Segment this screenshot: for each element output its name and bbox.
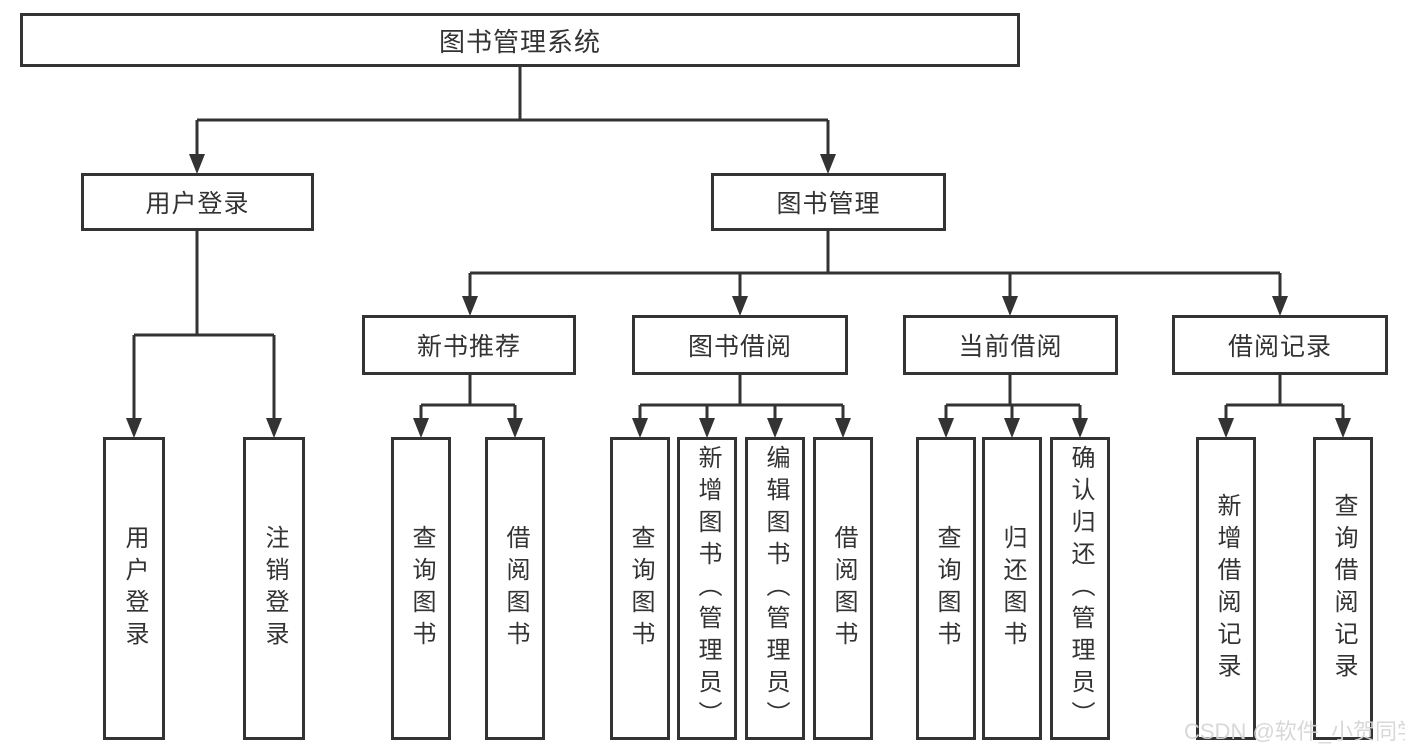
leaf-edit-books-admin-label: 编辑图书（管理员） (762, 444, 789, 733)
node-current-borrow: 当前借阅 (903, 315, 1118, 375)
node-new-book-recommend: 新书推荐 (362, 315, 576, 375)
connector-book-management-to-level3 (462, 231, 1288, 316)
leaf-query-borrow-record-label: 查询借阅记录 (1330, 492, 1357, 685)
leaf-recommend-query-books: 查询图书 (391, 437, 451, 740)
leaf-add-borrow-record-label: 新增借阅记录 (1213, 492, 1240, 685)
leaf-return-books-label: 归还图书 (999, 524, 1026, 653)
connector-new-book-recommend-to-leaves (413, 375, 523, 438)
leaf-logout-label: 注销登录 (261, 524, 288, 653)
leaf-recommend-borrow-books-label: 借阅图书 (502, 524, 529, 653)
connector-user-login-to-leaves (126, 231, 282, 438)
leaf-borrow-borrow-books-label: 借阅图书 (830, 524, 857, 653)
leaf-add-borrow-record: 新增借阅记录 (1196, 437, 1256, 740)
leaf-borrow-query-books: 查询图书 (610, 437, 670, 740)
leaf-recommend-query-books-label: 查询图书 (408, 524, 435, 653)
connector-current-borrow-to-leaves (938, 375, 1088, 438)
csdn-watermark: CSDN @软件_小贺同学 (1184, 719, 1405, 744)
node-borrow-records-label: 借阅记录 (1227, 333, 1332, 361)
node-user-login: 用户登录 (81, 173, 314, 231)
leaf-query-borrow-record: 查询借阅记录 (1313, 437, 1373, 740)
leaf-current-query-books-label: 查询图书 (933, 524, 960, 653)
leaf-user-login-label: 用户登录 (121, 524, 148, 653)
node-book-management-label: 图书管理 (776, 190, 881, 218)
leaf-add-books-admin-label: 新增图书（管理员） (694, 444, 721, 733)
node-borrow-records: 借阅记录 (1172, 315, 1388, 375)
leaf-return-books: 归还图书 (982, 437, 1042, 740)
node-user-login-label: 用户登录 (145, 190, 250, 218)
connector-borrow-records-to-leaves (1218, 375, 1351, 438)
connector-root-to-level2 (189, 67, 836, 174)
leaf-recommend-borrow-books: 借阅图书 (485, 437, 545, 740)
leaf-borrow-borrow-books: 借阅图书 (813, 437, 873, 740)
node-book-borrow-label: 图书借阅 (687, 333, 792, 361)
leaf-confirm-return-admin-label: 确认归还（管理员） (1067, 444, 1094, 733)
leaf-confirm-return-admin: 确认归还（管理员） (1050, 437, 1110, 740)
node-current-borrow-label: 当前借阅 (958, 333, 1063, 361)
leaf-user-login: 用户登录 (103, 437, 165, 740)
leaf-borrow-query-books-label: 查询图书 (627, 524, 654, 653)
leaf-add-books-admin: 新增图书（管理员） (677, 437, 737, 740)
node-new-book-recommend-label: 新书推荐 (416, 333, 521, 361)
leaf-logout: 注销登录 (243, 437, 305, 740)
leaf-current-query-books: 查询图书 (916, 437, 976, 740)
node-book-management: 图书管理 (711, 173, 946, 231)
connector-book-borrow-to-leaves (632, 375, 851, 438)
node-book-borrow: 图书借阅 (632, 315, 848, 375)
leaf-edit-books-admin: 编辑图书（管理员） (745, 437, 805, 740)
node-library-management-system-label: 图书管理系统 (438, 26, 601, 57)
node-library-management-system: 图书管理系统 (20, 13, 1020, 67)
